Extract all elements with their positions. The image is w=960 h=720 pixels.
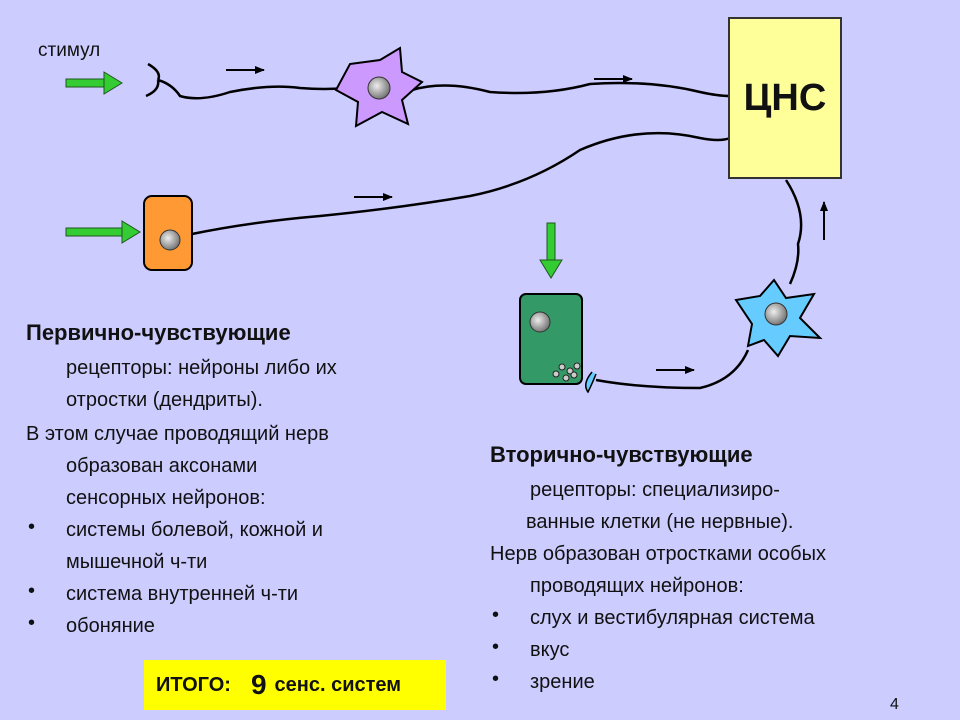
green-receptor-nucleus: [529, 311, 551, 333]
secondary-bullet-1: слух и вестибулярная система: [530, 607, 815, 629]
sensory-terminal: [585, 371, 597, 394]
top-axon: [411, 81, 731, 98]
total-suffix: сенс. систем: [274, 673, 402, 696]
total-box: ИТОГО: 9 сенс. систем: [144, 660, 446, 710]
primary-bullet-3: обоняние: [66, 615, 155, 637]
lower-axon: [595, 349, 750, 390]
primary-line-2: отростки (дендриты).: [66, 389, 263, 411]
primary-bullet-2: система внутренней ч-ти: [66, 583, 299, 605]
secondary-bullet-3-marker: •: [492, 668, 500, 690]
stimulus-arrow-top: [65, 71, 123, 95]
blue-neuron-nucleus: [764, 302, 788, 326]
total-number: 9: [250, 669, 267, 700]
primary-line-1: рецепторы: нейроны либо их: [66, 357, 337, 379]
secondary-heading: Вторично-чувствующие: [490, 442, 753, 467]
purple-neuron-nucleus: [367, 76, 391, 100]
upper-right-axon: [784, 179, 803, 285]
middle-axon: [191, 131, 731, 236]
stimulus-arrow-down: [539, 222, 563, 279]
stimulus-label: стимул: [38, 40, 101, 61]
primary-line-5: сенсорных нейронов:: [66, 487, 266, 509]
free-nerve-ending: [145, 62, 346, 100]
page-number: 4: [890, 696, 899, 713]
secondary-line-3: Нерв образован отростками особых: [490, 543, 827, 565]
secondary-bullet-3: зрение: [530, 671, 595, 693]
primary-heading: Первично-чувствующие: [26, 320, 291, 345]
primary-bullet-3-marker: •: [28, 612, 36, 634]
orange-receptor-nucleus: [159, 229, 181, 251]
primary-bullet-1-cont: мышечной ч-ти: [66, 551, 208, 573]
cns-box: ЦНС: [728, 17, 842, 179]
cns-label: ЦНС: [743, 76, 827, 119]
synaptic-vesicles: [552, 362, 581, 382]
stimulus-arrow-middle: [65, 220, 141, 244]
secondary-bullet-1-marker: •: [492, 604, 500, 626]
secondary-bullet-2: вкус: [530, 639, 570, 661]
primary-bullet-1: системы болевой, кожной и: [66, 519, 323, 541]
secondary-line-2: ванные клетки (не нервные).: [526, 511, 794, 533]
primary-bullet-2-marker: •: [28, 580, 36, 602]
secondary-line-1: рецепторы: специализиро-: [530, 479, 780, 501]
secondary-bullet-2-marker: •: [492, 636, 500, 658]
secondary-line-4: проводящих нейронов:: [530, 575, 744, 597]
primary-line-3: В этом случае проводящий нерв: [26, 423, 329, 445]
primary-bullet-1-marker: •: [28, 516, 36, 538]
total-label: ИТОГО:: [156, 673, 231, 696]
primary-line-4: образован аксонами: [66, 455, 258, 477]
